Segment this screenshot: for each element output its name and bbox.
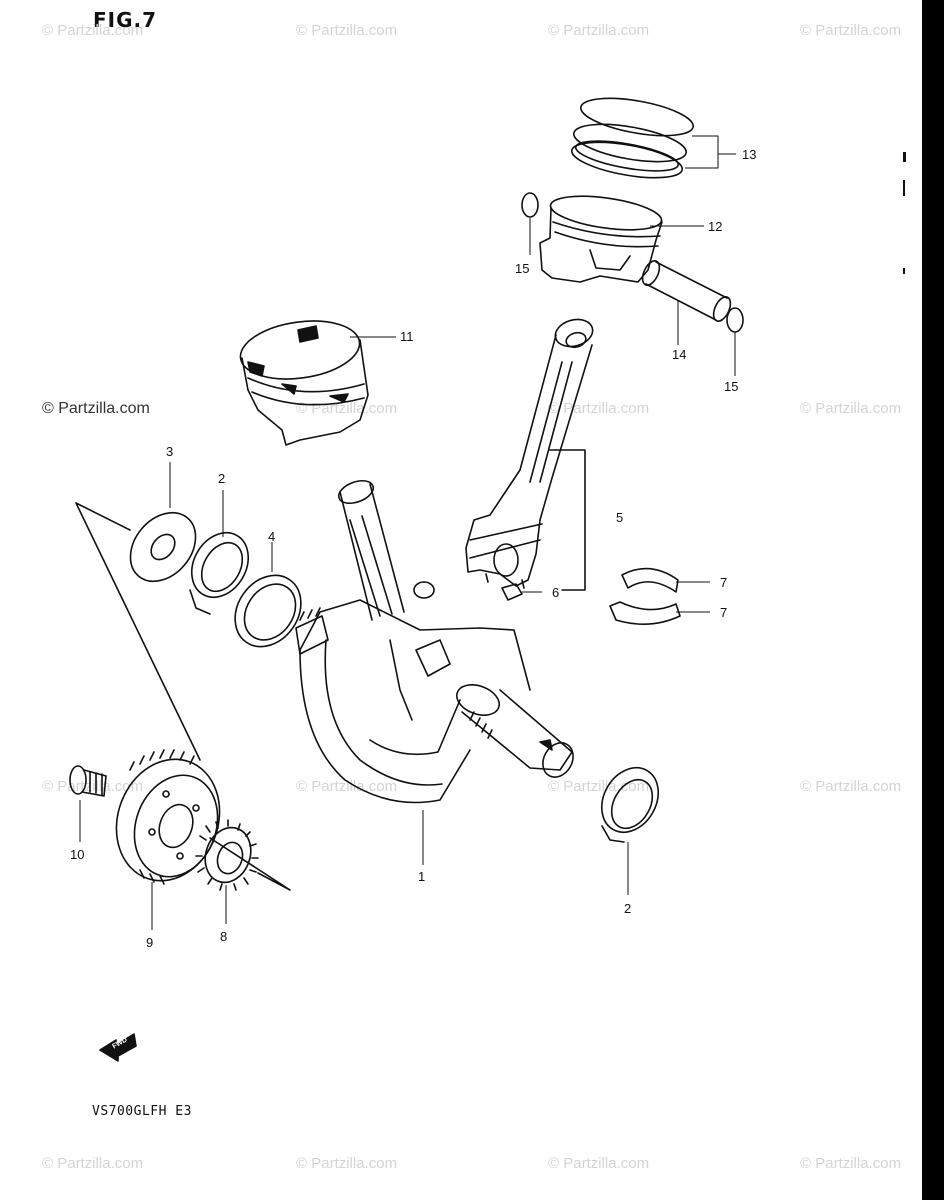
front-piston	[237, 314, 368, 445]
starter-bolt	[70, 766, 106, 796]
piston-pin-clip	[522, 193, 538, 217]
watermark: © Partzilla.com	[800, 22, 902, 39]
callout-8: 8	[220, 929, 228, 944]
callout-7: 7	[720, 605, 728, 620]
watermark: © Partzilla.com	[296, 22, 398, 39]
watermark: © Partzilla.com	[42, 778, 144, 795]
callout-3: 3	[166, 444, 174, 459]
watermark: © Partzilla.com	[296, 1155, 398, 1172]
watermark: © Partzilla.com	[548, 400, 650, 417]
page-edge-bar	[922, 0, 944, 1200]
callout-9: 9	[146, 935, 154, 950]
crankshaft-bearing-right	[590, 758, 669, 843]
starter-clutch-gear	[100, 745, 236, 896]
watermark-prominent: © Partzilla.com	[42, 400, 150, 417]
watermark: © Partzilla.com	[296, 778, 398, 795]
thrust-washer	[117, 500, 209, 594]
watermark: © Partzilla.com	[800, 1155, 902, 1172]
callout-6: 6	[552, 585, 560, 600]
callout-15: 15	[515, 261, 530, 276]
callout-12: 12	[708, 219, 723, 234]
callout-10: 10	[70, 847, 85, 862]
model-code: VS700GLFH E3	[92, 1104, 192, 1119]
watermark: © Partzilla.com	[548, 1155, 650, 1172]
watermark: © Partzilla.com	[800, 400, 902, 417]
callout-11: 11	[400, 329, 414, 344]
idle-gear	[196, 820, 258, 890]
washer	[222, 563, 315, 660]
crankshaft-assembly	[296, 476, 579, 802]
callout-13: 13	[742, 147, 757, 162]
callout-2: 2	[218, 471, 226, 486]
callout-1: 1	[418, 869, 426, 884]
edge-artifacts	[903, 152, 906, 274]
watermark: © Partzilla.com	[42, 22, 144, 39]
leader-5-bracket	[550, 450, 585, 590]
watermark: © Partzilla.com	[800, 778, 902, 795]
crankpin-bearings	[610, 569, 680, 625]
callout-5: 5	[616, 510, 624, 525]
piston-pin	[639, 258, 734, 323]
callout-14: 14	[672, 347, 687, 362]
group-bracket-line	[76, 503, 290, 890]
piston-pin-clip	[727, 308, 743, 332]
watermark: © Partzilla.com	[548, 778, 650, 795]
rear-piston	[540, 190, 664, 282]
conrod-nut	[502, 584, 522, 600]
forward-arrow-icon	[100, 1034, 136, 1061]
watermark: © Partzilla.com	[548, 22, 650, 39]
figure-title: FIG.7	[93, 8, 158, 32]
connecting-rod	[466, 316, 596, 588]
callout-4: 4	[268, 529, 276, 544]
watermark: © Partzilla.com	[42, 1155, 144, 1172]
callout-15: 15	[724, 379, 739, 394]
callout-7: 7	[720, 575, 728, 590]
piston-rings	[569, 91, 696, 184]
crankshaft-bearing	[180, 523, 259, 614]
callout-2: 2	[624, 901, 632, 916]
